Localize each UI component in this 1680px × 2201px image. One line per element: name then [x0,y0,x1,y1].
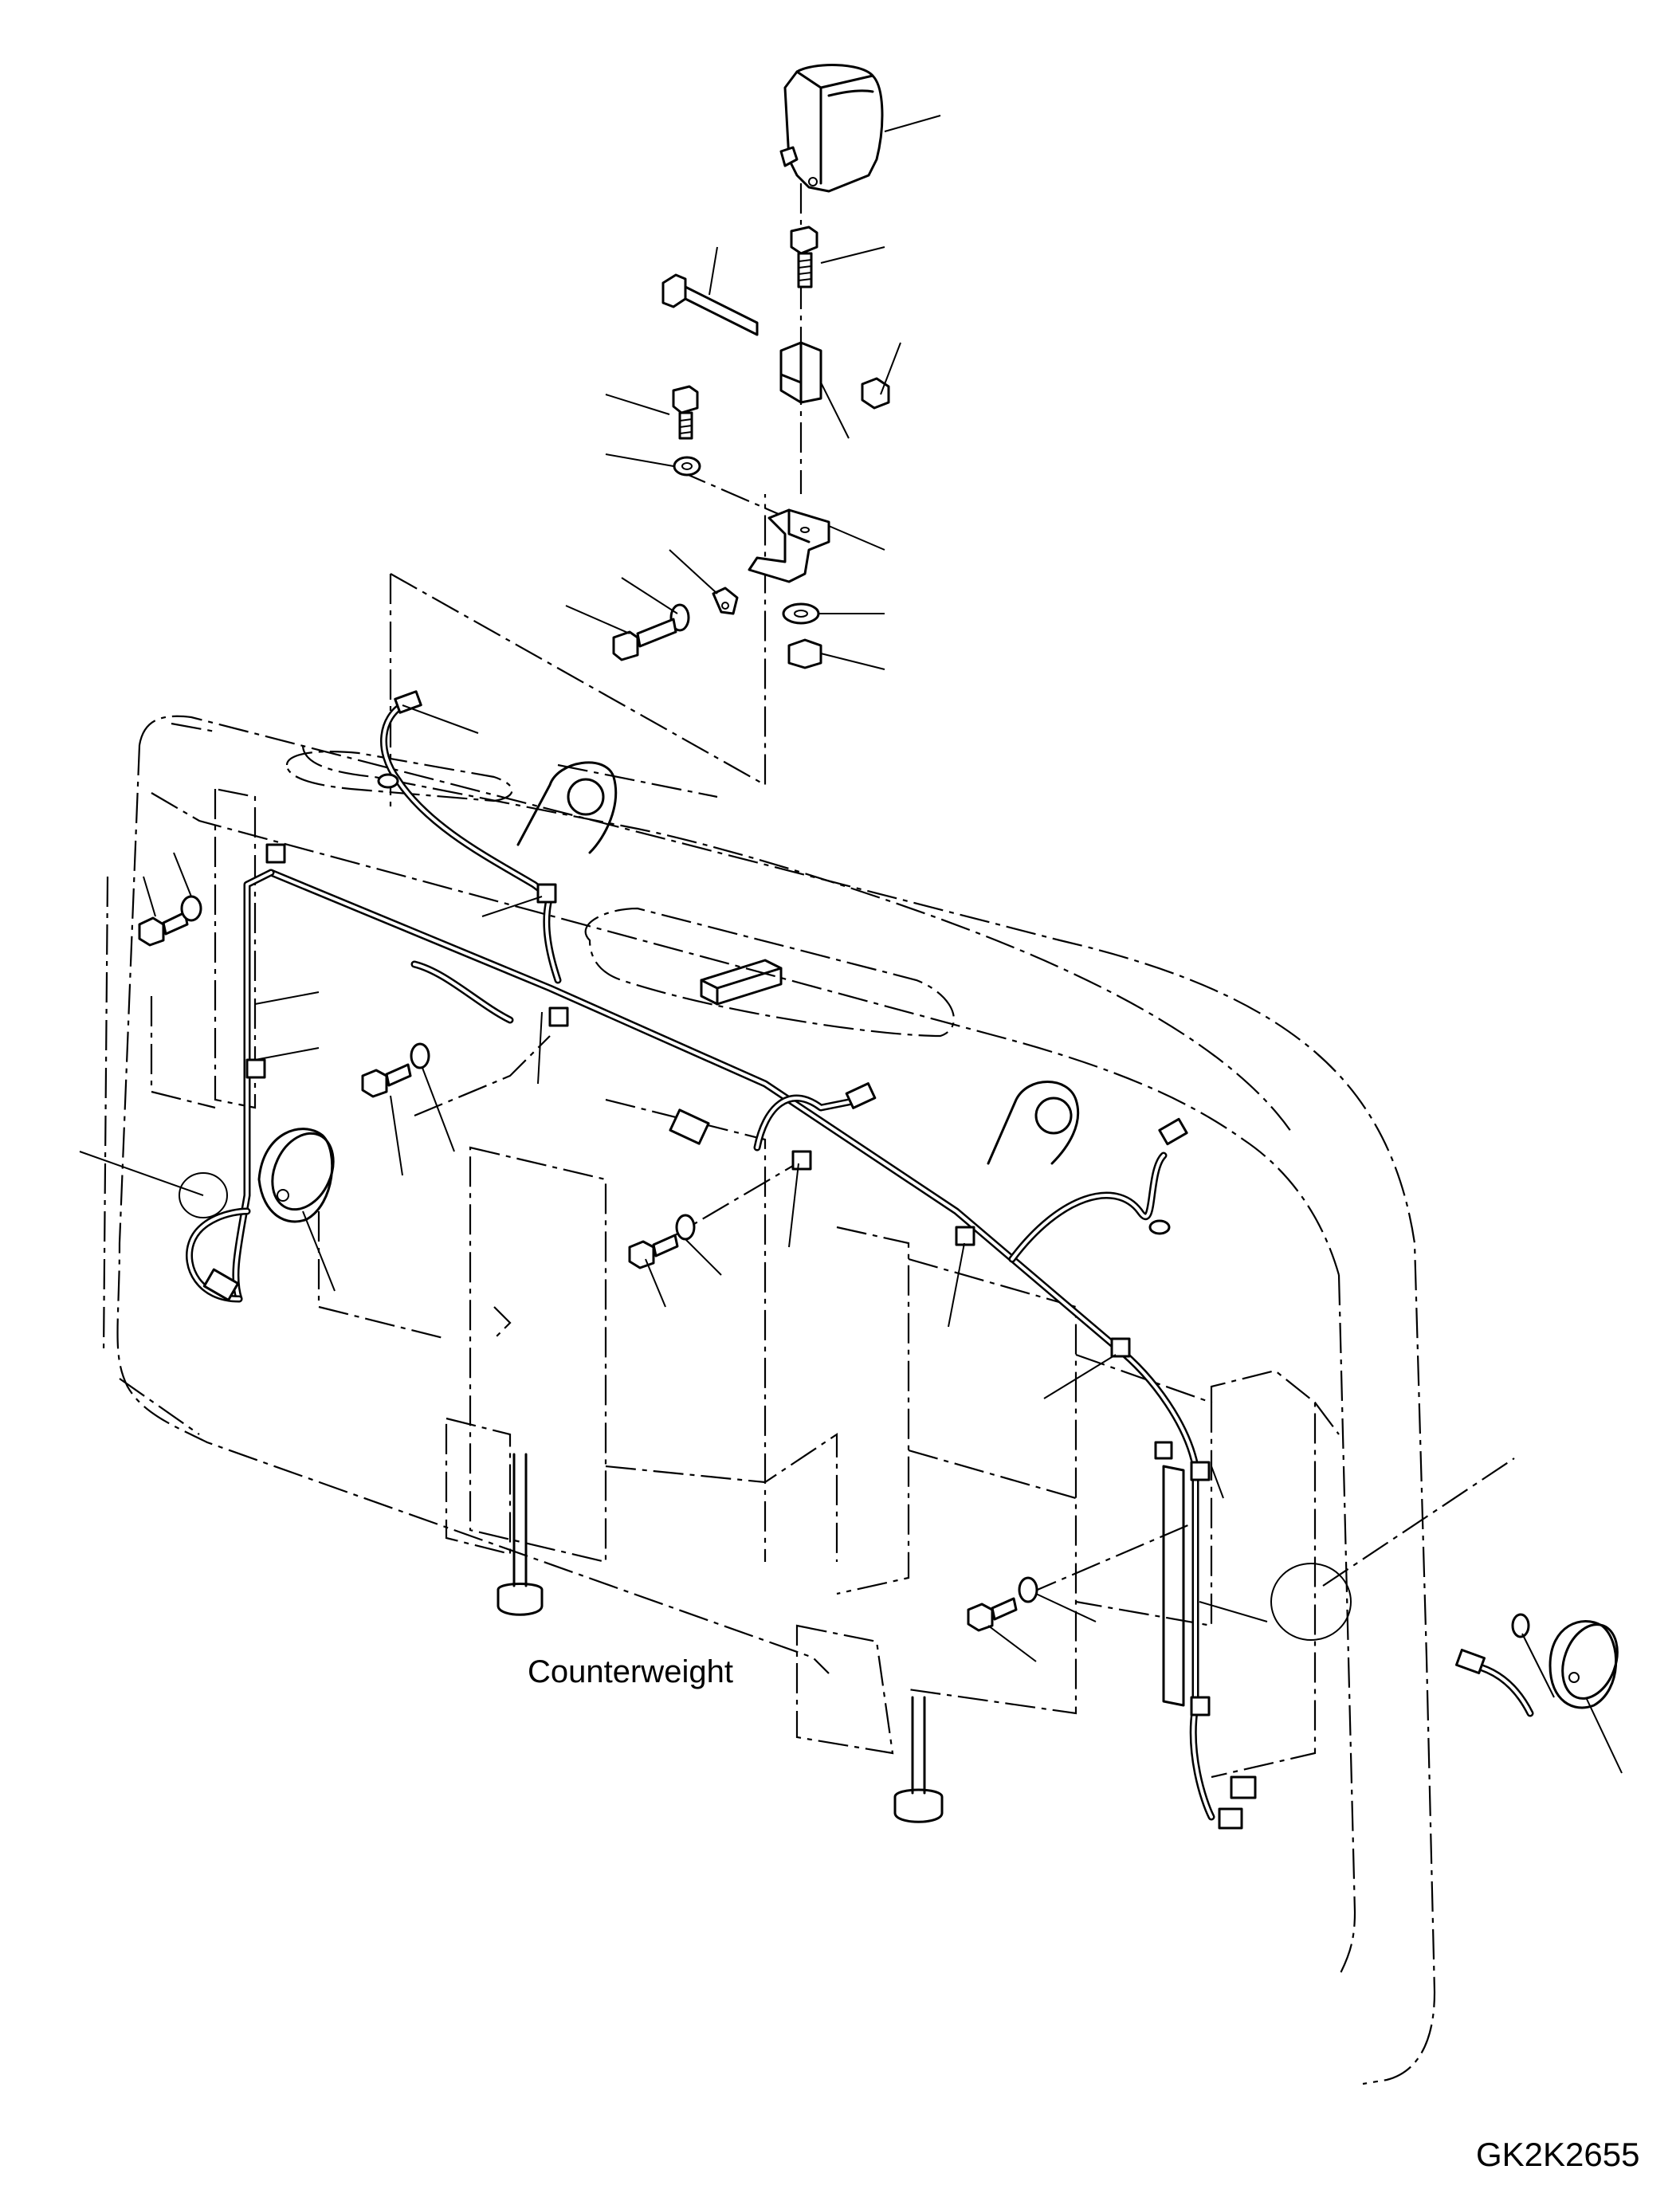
left-side-lamp [257,1128,335,1223]
right-side-lamp [1549,1619,1619,1709]
assembly-centerlines [389,183,1515,1595]
leader-lines [79,115,1623,1774]
fasteners [138,895,1530,1638]
drawing-code: GK2K2655 [1476,2136,1640,2173]
wiring-harness [186,690,1534,1830]
counterweight-outline [102,715,1436,2085]
counterweight-label: Counterweight [528,1654,733,1689]
lamp-mounting-hardware [612,226,890,669]
rear-work-lamp [779,64,884,193]
